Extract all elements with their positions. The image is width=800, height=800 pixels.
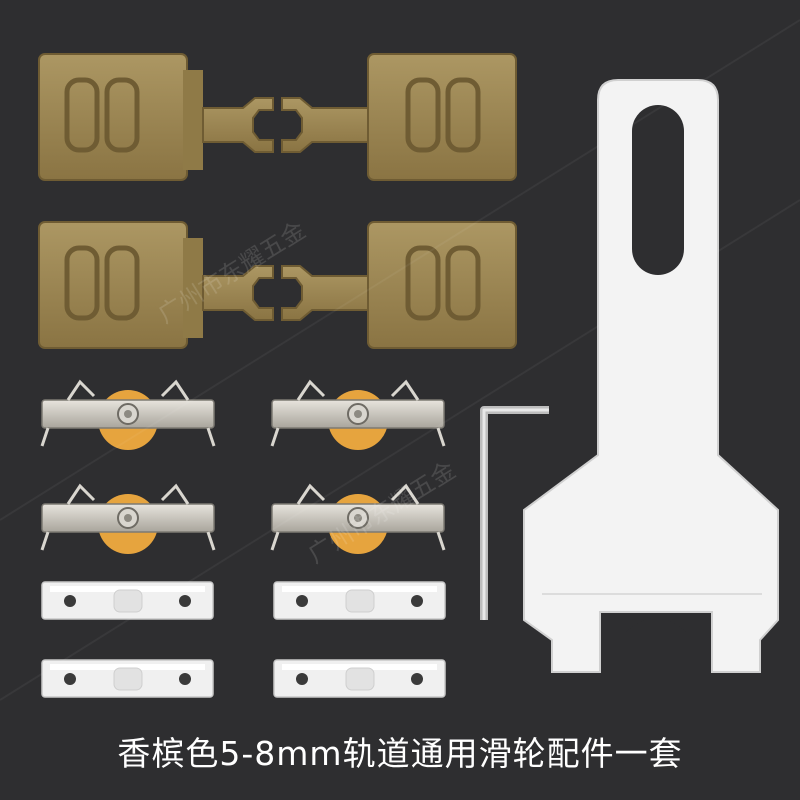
plastic-slider bbox=[41, 659, 214, 698]
end-cap-right-bottom bbox=[282, 222, 516, 348]
watermark-lines bbox=[0, 19, 800, 701]
roller-glider bbox=[40, 484, 216, 556]
end-cap-left-top bbox=[39, 54, 273, 180]
plastic-slider bbox=[41, 581, 214, 620]
installation-tool bbox=[523, 79, 779, 673]
product-caption: 香槟色5-8mm轨道通用滑轮配件一套 bbox=[117, 734, 683, 773]
end-cap-right-top bbox=[282, 54, 516, 180]
hex-key bbox=[480, 406, 549, 620]
plastic-slider bbox=[273, 581, 446, 620]
plastic-slider bbox=[273, 659, 446, 698]
